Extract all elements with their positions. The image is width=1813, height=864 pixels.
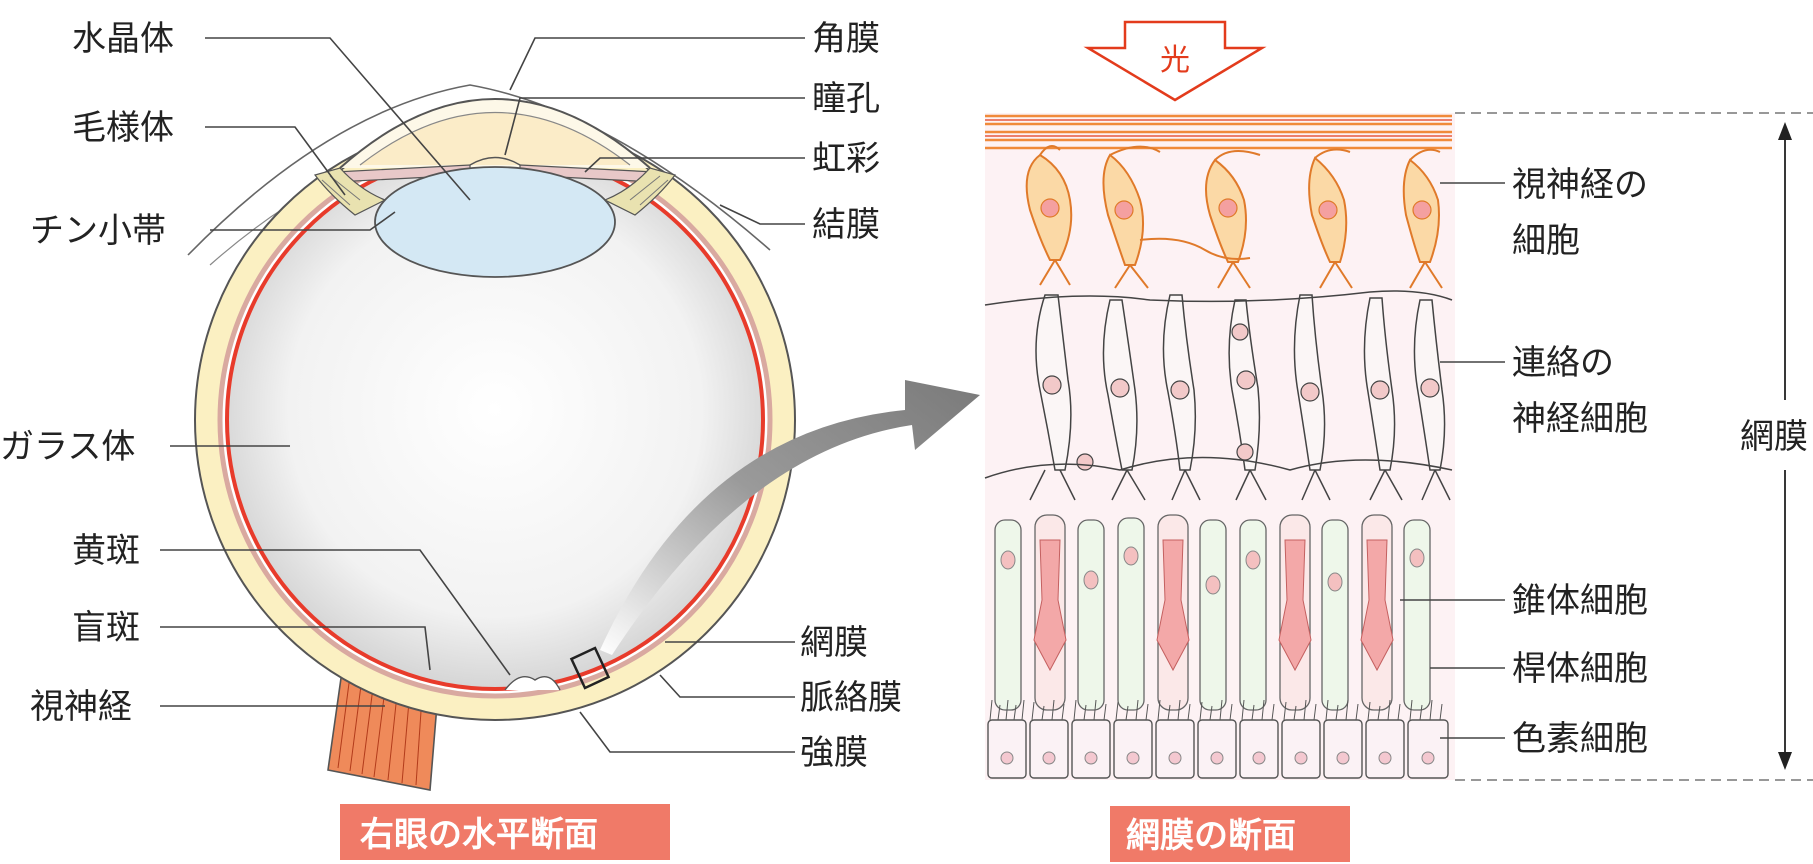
caption-right: 網膜の断面 bbox=[1126, 816, 1296, 856]
label-macula: 黄斑 bbox=[72, 531, 140, 571]
label-blind-spot: 盲斑 bbox=[72, 608, 140, 648]
label-lens: 水晶体 bbox=[72, 19, 174, 59]
label-connecting-line1: 連絡の bbox=[1512, 343, 1614, 383]
label-retina: 網膜 bbox=[800, 623, 868, 663]
label-pigment-cell: 色素細胞 bbox=[1512, 719, 1648, 759]
photoreceptor-layer bbox=[995, 515, 1430, 710]
label-ganglion-cell-line2: 細胞 bbox=[1512, 221, 1580, 261]
lens-shape bbox=[375, 167, 615, 277]
label-rod-cell: 桿体細胞 bbox=[1512, 649, 1648, 689]
caption-left: 右眼の水平断面 bbox=[360, 815, 598, 855]
label-iris: 虹彩 bbox=[812, 139, 880, 179]
label-sclera: 強膜 bbox=[800, 733, 868, 773]
label-cone-cell: 錐体細胞 bbox=[1512, 581, 1648, 621]
label-light: 光 bbox=[1160, 43, 1190, 78]
retina-cross-section: 光 bbox=[985, 22, 1455, 780]
label-ciliary-body: 毛様体 bbox=[72, 108, 174, 148]
label-vitreous: ガラス体 bbox=[0, 427, 135, 467]
pigment-cells bbox=[988, 720, 1448, 778]
label-pupil: 瞳孔 bbox=[812, 79, 880, 119]
label-zonule: チン小帯 bbox=[30, 211, 166, 251]
label-choroid: 脈絡膜 bbox=[800, 678, 902, 718]
label-ganglion-cell-line1: 視神経の bbox=[1512, 165, 1648, 205]
label-connecting-line2: 神経細胞 bbox=[1512, 399, 1648, 439]
eye-cross-section bbox=[188, 85, 795, 790]
label-optic-nerve: 視神経 bbox=[30, 687, 132, 727]
label-cornea: 角膜 bbox=[812, 19, 880, 59]
label-conjunctiva: 結膜 bbox=[812, 205, 880, 245]
label-retina-span: 網膜 bbox=[1740, 417, 1808, 457]
